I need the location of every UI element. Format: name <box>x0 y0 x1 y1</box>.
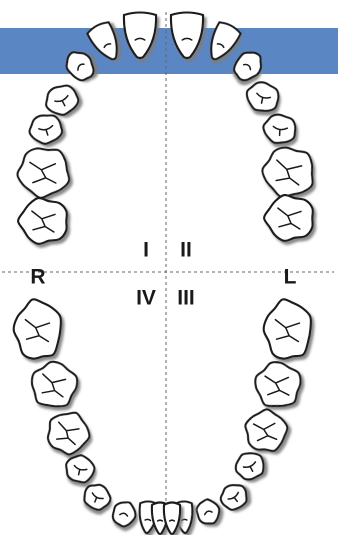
upper-right-lateral-incisor[interactable] <box>86 20 125 64</box>
lower-right-canine[interactable] <box>111 499 139 529</box>
upper-right-canine[interactable] <box>61 46 99 85</box>
quadrant-label-iv: IV <box>136 286 156 310</box>
upper-right-first-premolar[interactable] <box>42 82 82 120</box>
upper-right-second-molar[interactable] <box>17 197 68 245</box>
upper-left-central-incisor[interactable] <box>169 11 205 60</box>
upper-left-first-molar[interactable] <box>260 146 315 200</box>
side-label-right: R <box>30 265 46 289</box>
upper-right-central-incisor[interactable] <box>122 11 158 60</box>
upper-right-second-premolar[interactable] <box>27 113 64 147</box>
quadrant-label-i: I <box>143 238 149 262</box>
lower-left-first-premolar[interactable] <box>217 480 252 514</box>
upper-left-lateral-incisor[interactable] <box>203 20 242 64</box>
upper-left-first-premolar[interactable] <box>242 78 282 116</box>
lower-right-second-premolar[interactable] <box>62 451 98 485</box>
lower-left-second-molar[interactable] <box>254 360 303 408</box>
highlight-band <box>0 28 338 74</box>
side-label-left: L <box>283 265 297 289</box>
upper-right-first-molar[interactable] <box>15 146 71 200</box>
lower-left-first-molar[interactable] <box>243 406 291 455</box>
upper-left-second-molar[interactable] <box>263 194 314 242</box>
lower-right-first-molar[interactable] <box>45 409 93 458</box>
lower-left-third-molar[interactable] <box>262 298 313 360</box>
upper-left-second-premolar[interactable] <box>261 112 298 146</box>
upper-left-canine[interactable] <box>229 47 267 86</box>
quadrant-label-iii: III <box>177 286 195 310</box>
lower-right-second-molar[interactable] <box>30 360 79 408</box>
lower-left-canine[interactable] <box>195 497 223 527</box>
lower-left-central-incisor[interactable] <box>162 501 182 535</box>
lower-right-third-molar[interactable] <box>12 298 63 360</box>
lower-left-second-premolar[interactable] <box>232 449 268 483</box>
quadrant-label-ii: II <box>180 238 192 262</box>
lower-right-first-premolar[interactable] <box>80 480 115 514</box>
